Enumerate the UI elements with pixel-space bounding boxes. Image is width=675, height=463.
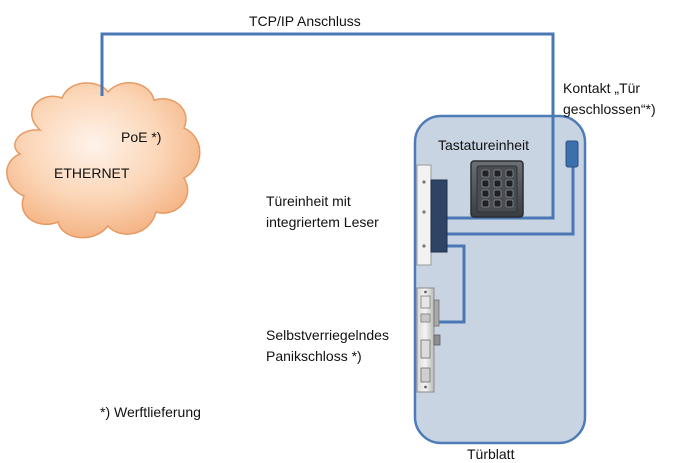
ethernet-cloud [6, 82, 201, 239]
keypad-buttons [481, 169, 514, 208]
door-leaf-label: Türblatt [467, 446, 515, 462]
panic-lock [416, 287, 441, 393]
panic-lock-label-line1: Selbstverriegelndes [266, 327, 389, 343]
poe-label: PoE *) [121, 129, 162, 145]
ethernet-label: ETHERNET [54, 165, 130, 181]
door-unit-label-line1: Türeinheit mit [266, 193, 351, 209]
door-leaf [413, 114, 587, 445]
lock-wire [434, 244, 466, 324]
tcp-ip-wire [100, 32, 555, 220]
keypad-unit [470, 160, 524, 218]
keypad-label: Tastatureinheit [438, 137, 530, 153]
door-contact-sensor [565, 140, 579, 168]
door-unit-label-line2: integriertem Leser [266, 214, 379, 230]
door-contact-label-line2: geschlossen“*) [563, 101, 656, 117]
tcp-ip-label: TCP/IP Anschluss [249, 13, 361, 29]
footnote-label: *) Werftlieferung [100, 404, 201, 420]
door-contact-label-line1: Kontakt „Tür [563, 80, 641, 96]
door-contact-wire [447, 162, 575, 236]
panic-lock-label-line2: Panikschloss *) [266, 348, 362, 364]
door-reader-unit [416, 164, 448, 266]
